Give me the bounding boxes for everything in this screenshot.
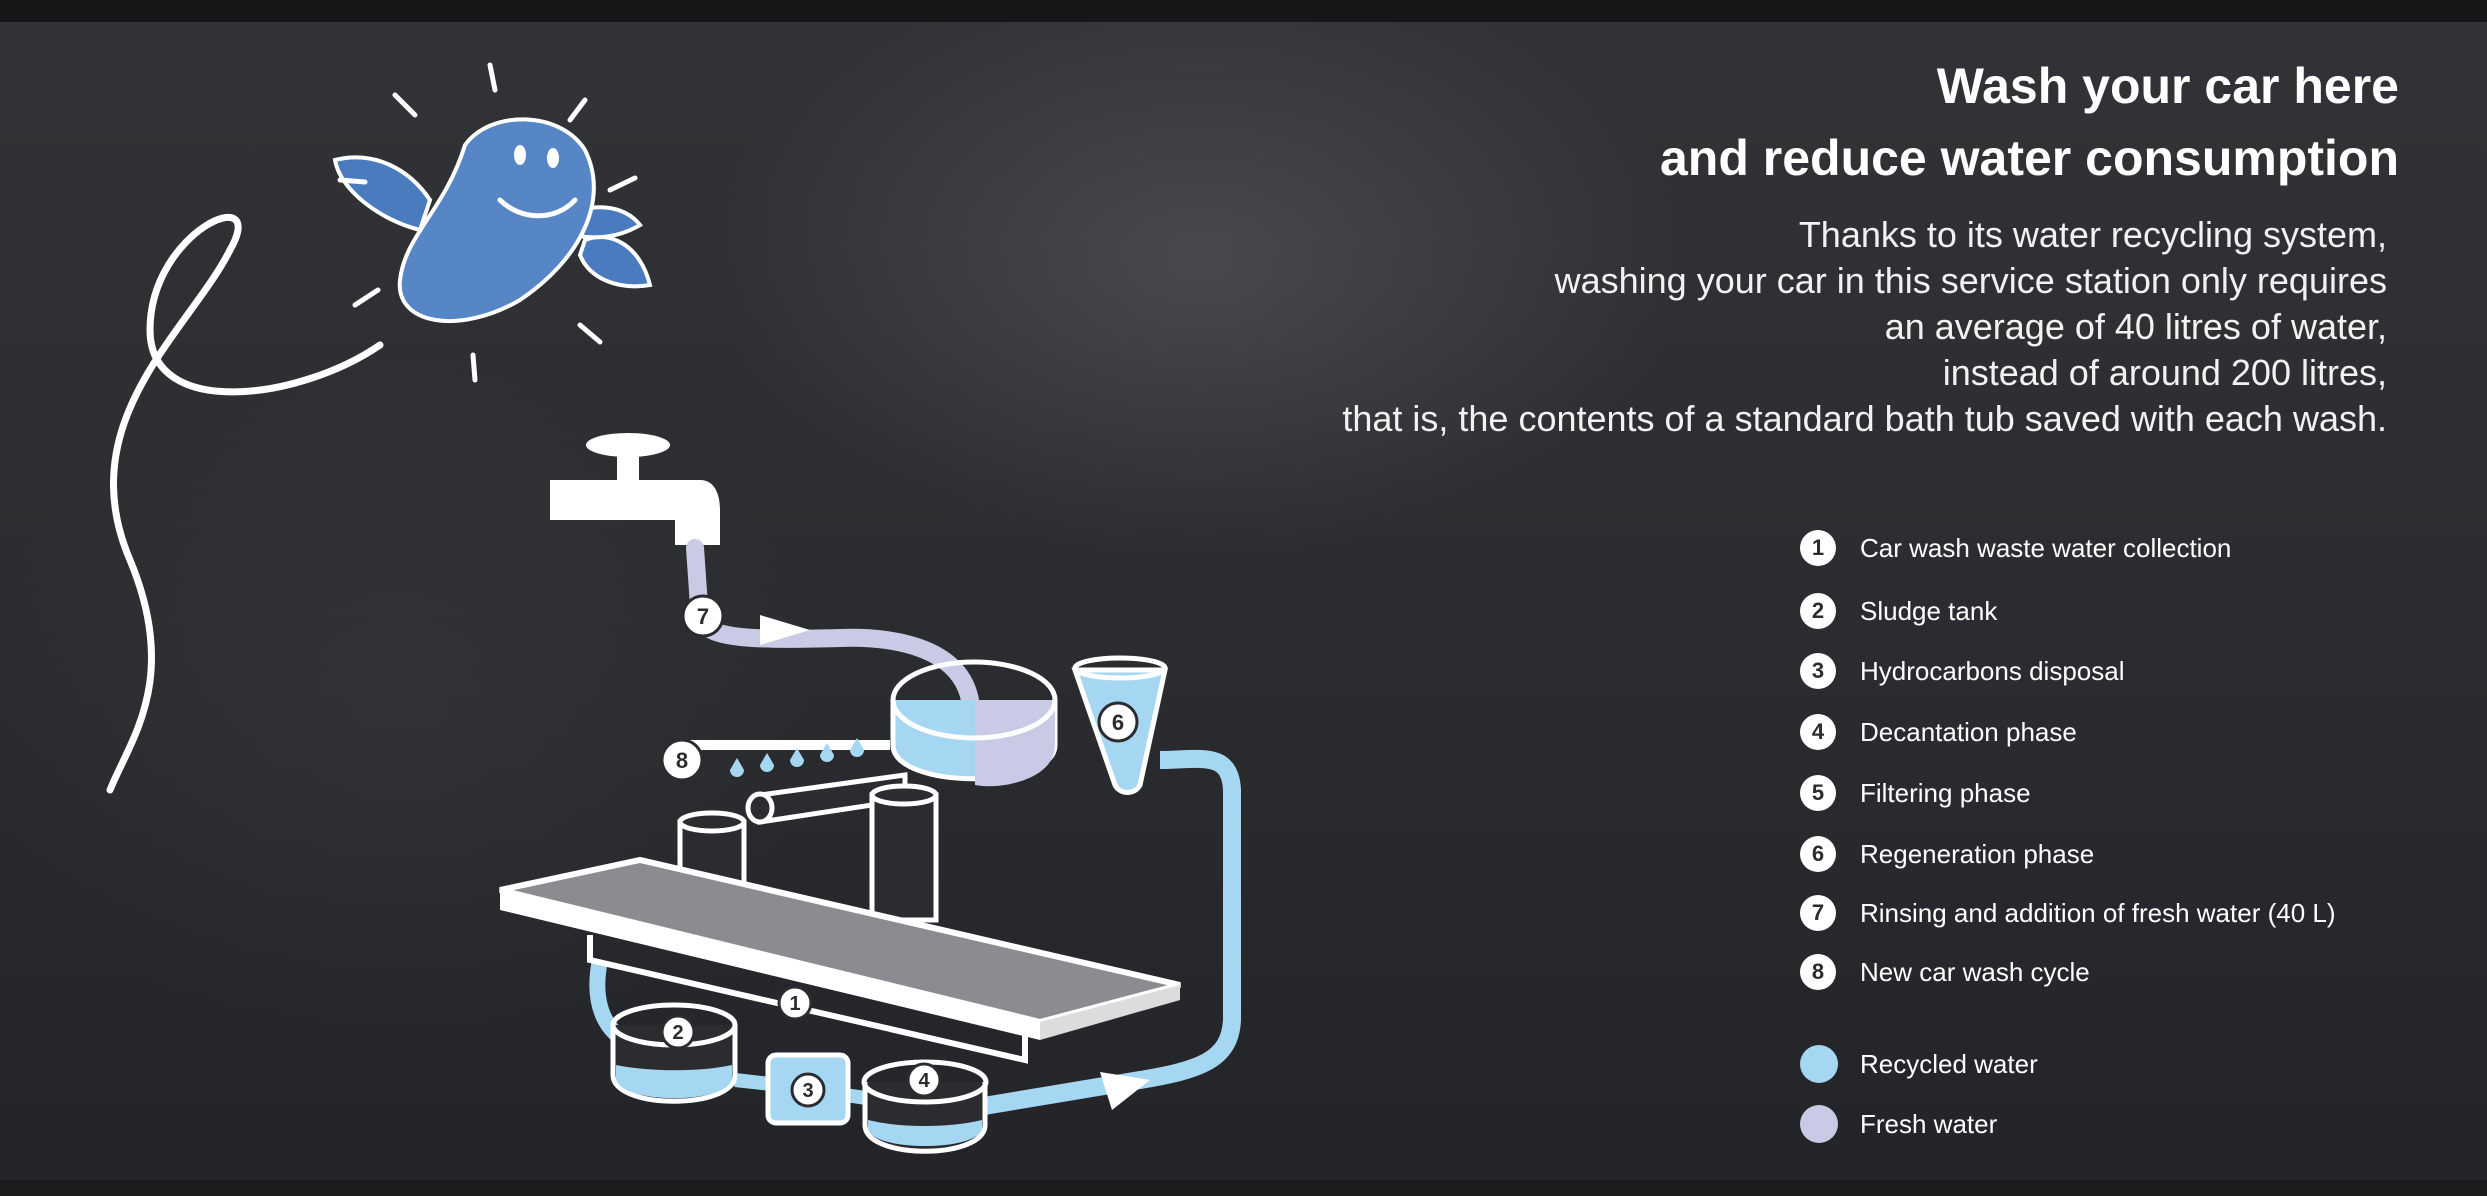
ribbon-swirl bbox=[106, 213, 384, 794]
diagram-badge-8: 8 bbox=[660, 738, 704, 782]
fresh-water-swatch bbox=[1800, 1105, 1838, 1143]
flow-arrow-icon bbox=[1100, 1072, 1150, 1110]
step-number-badge: 8 bbox=[1800, 954, 1836, 990]
diagram-label-7: 7 bbox=[697, 604, 709, 629]
step-number-badge: 6 bbox=[1800, 836, 1836, 872]
legend-item: 6 Regeneration phase bbox=[1800, 832, 2094, 876]
legend-label: Recycled water bbox=[1860, 1048, 2038, 1079]
intro-line-2: washing your car in this service station… bbox=[1554, 260, 2387, 301]
diagram-badge-2: 2 bbox=[660, 1014, 696, 1050]
diagram-label-2: 2 bbox=[672, 1022, 683, 1044]
spray-bar bbox=[690, 738, 890, 777]
legend-item: 4 Decantation phase bbox=[1800, 710, 2077, 754]
legend-label: New car wash cycle bbox=[1860, 956, 2090, 987]
legend-item: 1 Car wash waste water collection bbox=[1800, 526, 2231, 570]
step-number-badge: 4 bbox=[1800, 714, 1836, 750]
step-number-badge: 3 bbox=[1800, 653, 1836, 689]
diagram-badge-4: 4 bbox=[906, 1062, 942, 1098]
recycled-water-swatch bbox=[1800, 1045, 1838, 1083]
legend-label: Fresh water bbox=[1860, 1108, 1998, 1139]
legend: 1 Car wash waste water collection 2 Slud… bbox=[1800, 0, 2450, 1196]
intro-line-4: instead of around 200 litres, bbox=[1942, 352, 2387, 393]
sludge-tank bbox=[610, 1002, 738, 1104]
intro-line-3: an average of 40 litres of water, bbox=[1884, 306, 2387, 347]
water-drop-mascot-icon bbox=[332, 62, 653, 383]
step-number-badge: 5 bbox=[1800, 775, 1836, 811]
diagram-badge-3: 3 bbox=[790, 1072, 826, 1108]
legend-label: Sludge tank bbox=[1860, 595, 1998, 626]
headline: Wash your car here and reduce water cons… bbox=[1099, 50, 2399, 194]
decantation-tank bbox=[861, 1059, 989, 1154]
intro-line-1: Thanks to its water recycling system, bbox=[1798, 214, 2387, 255]
diagram-label-6: 6 bbox=[1112, 710, 1124, 735]
legend-item: 7 Rinsing and addition of fresh water (4… bbox=[1800, 891, 2336, 935]
wash-platform bbox=[499, 856, 1181, 1064]
legend-label: Regeneration phase bbox=[1860, 838, 2095, 869]
intro-text: Thanks to its water recycling system, wa… bbox=[987, 212, 2387, 442]
legend-item: 3 Hydrocarbons disposal bbox=[1800, 649, 2124, 693]
headline-line-1: Wash your car here bbox=[1936, 58, 2399, 114]
faucet-icon bbox=[550, 433, 720, 545]
flow-arrow-icon bbox=[760, 615, 810, 645]
legend-label: Decantation phase bbox=[1860, 716, 2077, 747]
diagram-badge-6: 6 bbox=[1097, 701, 1139, 743]
diagram-badge-1: 1 bbox=[777, 985, 813, 1021]
legend-label: Rinsing and addition of fresh water (40 … bbox=[1860, 897, 2336, 928]
legend-item: 2 Sludge tank bbox=[1800, 589, 1997, 633]
diagram-label-4: 4 bbox=[918, 1070, 930, 1092]
legend-item: 8 New car wash cycle bbox=[1800, 950, 2090, 994]
legend-water-item: Recycled water bbox=[1800, 1042, 2038, 1086]
intro-line-5: that is, the contents of a standard bath… bbox=[1342, 398, 2387, 439]
legend-label: Hydrocarbons disposal bbox=[1860, 655, 2125, 686]
diagram-label-1: 1 bbox=[789, 993, 800, 1015]
recycling-diagram: 7 8 6 1 2 3 4 bbox=[106, 62, 1241, 1154]
fresh-water-pipe bbox=[686, 539, 979, 709]
legend-item: 5 Filtering phase bbox=[1800, 771, 2031, 815]
legend-label: Car wash waste water collection bbox=[1860, 532, 2232, 563]
filter-bowl bbox=[890, 659, 1058, 787]
legend-water-item: Fresh water bbox=[1800, 1102, 1997, 1146]
step-number-badge: 2 bbox=[1800, 593, 1836, 629]
legend-label: Filtering phase bbox=[1860, 777, 2031, 808]
headline-line-2: and reduce water consumption bbox=[1659, 130, 2399, 186]
diagram-label-3: 3 bbox=[802, 1080, 813, 1102]
step-number-badge: 7 bbox=[1800, 895, 1836, 931]
frame-top-edge bbox=[0, 0, 2487, 22]
step-number-badge: 1 bbox=[1800, 530, 1836, 566]
diagram-label-8: 8 bbox=[676, 748, 688, 773]
diagram-badge-7: 7 bbox=[681, 594, 725, 638]
frame-bottom-edge bbox=[0, 1180, 2487, 1196]
